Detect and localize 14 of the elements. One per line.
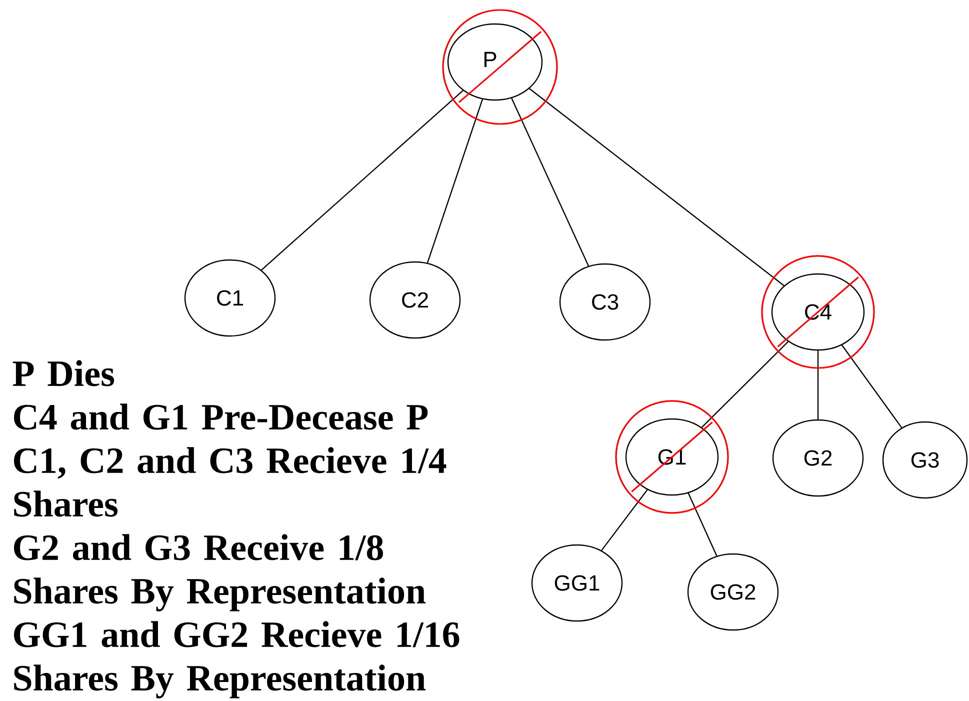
connector-line	[426, 99, 484, 264]
note-text: GG1 and GG2 Recieve 1/16 Shares By Representation	[14, 621, 460, 698]
connector-line	[817, 350, 819, 420]
connector-line	[688, 492, 718, 556]
connector-line	[511, 98, 590, 266]
connector-line	[601, 489, 648, 551]
note-text: G2 and G3 Receive 1/8 Shares By Representation	[14, 534, 426, 612]
note-text: P Dies	[12, 360, 114, 386]
connector-line	[841, 344, 902, 428]
connector-line	[261, 90, 464, 270]
connector-line	[701, 341, 789, 428]
connector-line	[529, 88, 784, 286]
note-text: C4 and G1 Pre-Decease P	[14, 404, 428, 430]
note-text: C1, C2 and C3 Recieve 1/4 Shares	[14, 447, 446, 517]
